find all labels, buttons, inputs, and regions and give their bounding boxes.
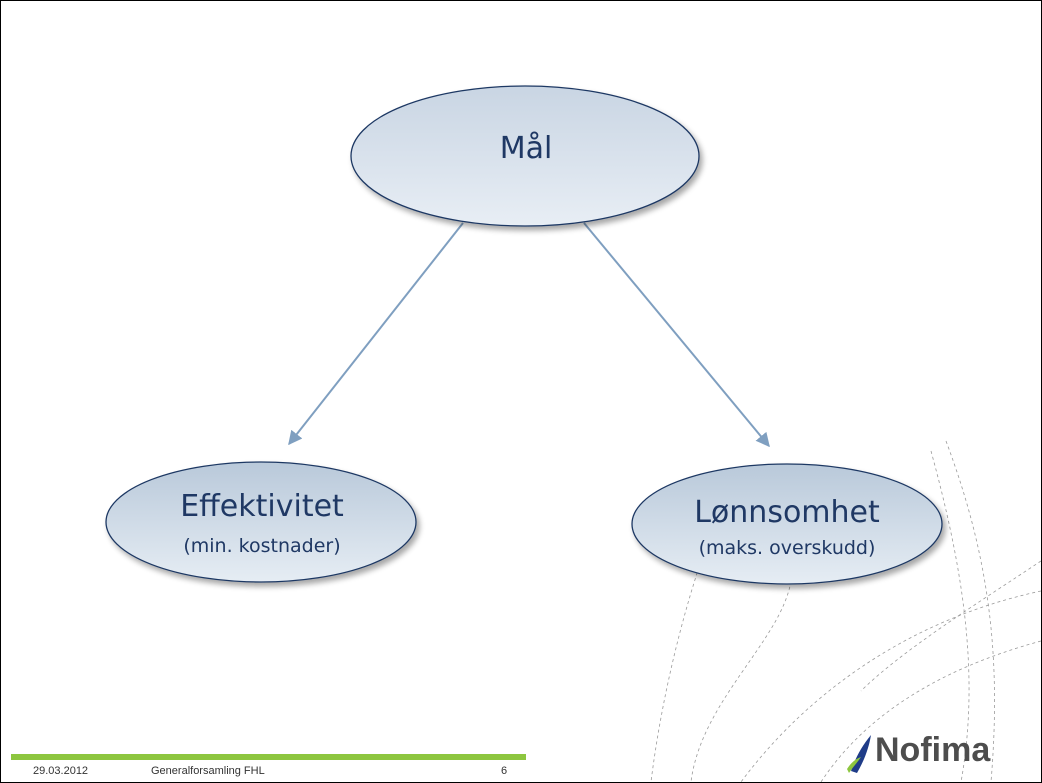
logo-text: Nofima	[875, 731, 991, 769]
arrow-to-left	[288, 222, 464, 446]
footer-bar	[11, 754, 526, 760]
right-ellipse	[631, 463, 943, 585]
profitability-title: Lønnsomhet	[694, 495, 880, 530]
decorative-curves	[650, 440, 1041, 782]
profitability-subtitle: (maks. overskudd)	[698, 537, 876, 559]
left-ellipse	[105, 461, 417, 583]
page-number: 6	[501, 765, 508, 777]
footer-date: 29.03.2012	[33, 765, 89, 777]
arrow-to-right	[583, 222, 770, 448]
nofima-logo-icon	[847, 735, 871, 773]
efficiency-subtitle: (min. kostnader)	[183, 535, 341, 557]
efficiency-title: Effektivitet	[180, 489, 344, 524]
goal-label: Mål	[499, 131, 553, 166]
goal-ellipse	[350, 85, 700, 227]
footer-title: Generalforsamling FHL	[151, 765, 265, 777]
